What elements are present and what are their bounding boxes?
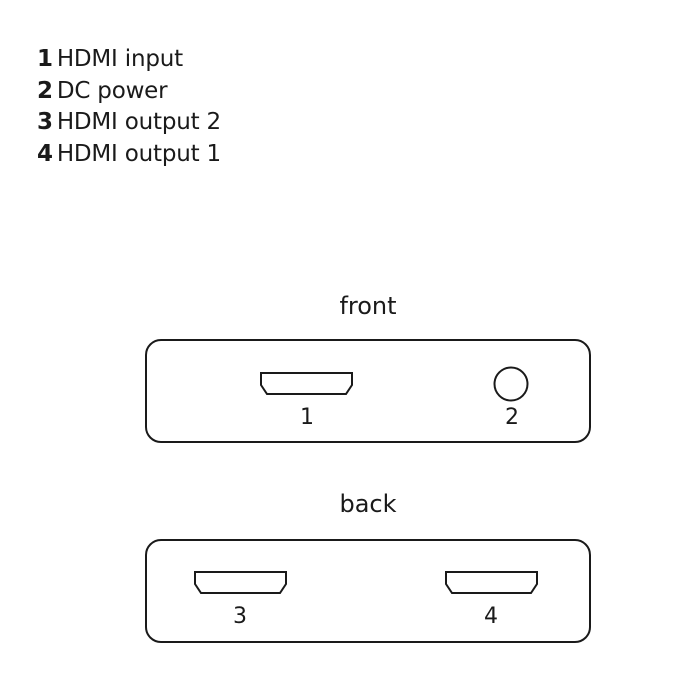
legend-label: HDMI input <box>56 46 183 72</box>
hdmi-port-icon <box>260 372 353 395</box>
legend-label: HDMI output 2 <box>56 109 221 135</box>
dc-power-port-icon <box>493 366 529 402</box>
legend-label: HDMI output 1 <box>56 140 221 167</box>
legend-number: 4 <box>37 140 53 167</box>
front-panel <box>145 339 591 443</box>
legend-number: 3 <box>37 109 53 135</box>
front-view-title: front <box>339 292 397 320</box>
legend-number: 2 <box>37 77 53 104</box>
legend-label: DC power <box>56 77 168 104</box>
port-label-4: 4 <box>484 604 498 629</box>
port-label-2: 2 <box>505 405 519 430</box>
hdmi-port-icon <box>445 571 538 594</box>
port-label-3: 3 <box>233 604 247 629</box>
legend-number: 1 <box>37 46 53 72</box>
port-label-1: 1 <box>300 405 314 430</box>
hdmi-port-icon <box>194 571 287 594</box>
back-panel <box>145 539 591 643</box>
back-view-title: back <box>339 490 397 518</box>
